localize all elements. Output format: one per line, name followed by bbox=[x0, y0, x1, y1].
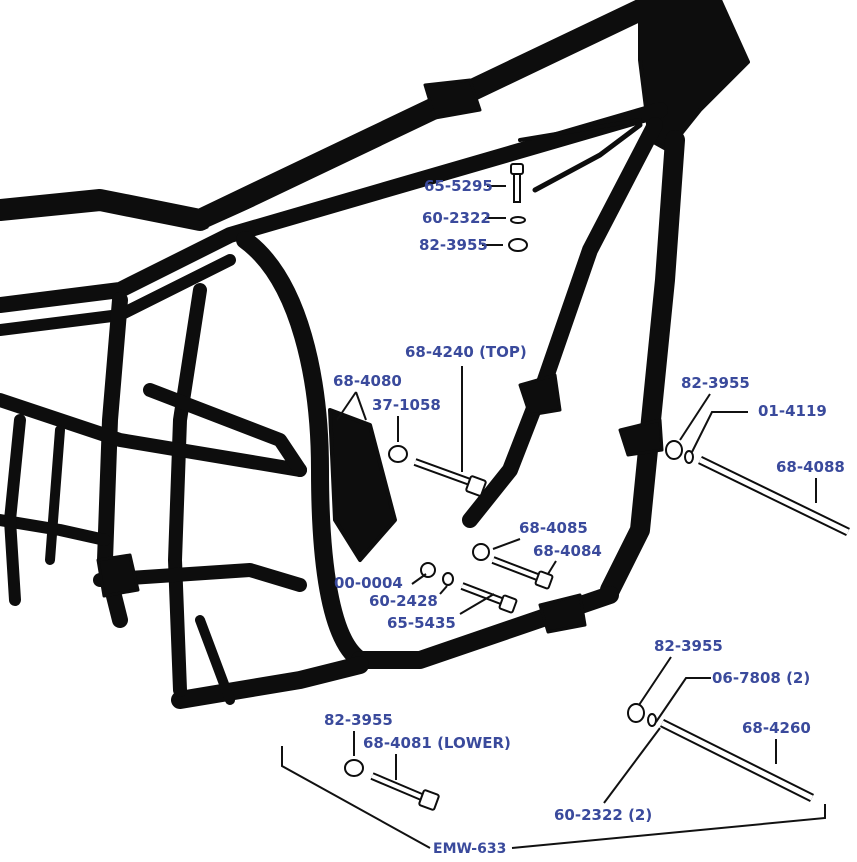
part-label-68-4240-top: 68-4240 (TOP) bbox=[405, 343, 527, 361]
part-label-68-4088: 68-4088 bbox=[776, 458, 845, 476]
part-label-60-2322-lower: 60-2322 (2) bbox=[554, 806, 653, 824]
hardware-parts bbox=[344, 163, 850, 811]
part-label-60-2428: 60-2428 bbox=[369, 592, 438, 610]
leader-lines bbox=[281, 185, 826, 849]
part-label-68-4085: 68-4085 bbox=[519, 519, 588, 537]
part-label-68-4080: 68-4080 bbox=[333, 372, 402, 390]
part-label-68-4081-lower: 68-4081 (LOWER) bbox=[363, 734, 511, 752]
part-label-68-4084: 68-4084 bbox=[533, 542, 602, 560]
part-label-82-3955-top: 82-3955 bbox=[419, 236, 488, 254]
motorcycle-frame bbox=[0, 0, 750, 709]
part-label-82-3955-right: 82-3955 bbox=[681, 374, 750, 392]
part-label-60-2322: 60-2322 bbox=[422, 209, 491, 227]
part-label-06-7808: 06-7808 (2) bbox=[712, 669, 811, 687]
part-label-82-3955-lower-right: 82-3955 bbox=[654, 637, 723, 655]
part-label-01-4119: 01-4119 bbox=[758, 402, 827, 420]
part-label-82-3955-lower-left: 82-3955 bbox=[324, 711, 393, 729]
part-label-65-5295: 65-5295 bbox=[424, 177, 493, 195]
assembly-label-emw-633: EMW-633 bbox=[433, 841, 507, 857]
part-label-65-5435: 65-5435 bbox=[387, 614, 456, 632]
part-label-37-1058: 37-1058 bbox=[372, 396, 441, 414]
part-label-68-4260: 68-4260 bbox=[742, 719, 811, 737]
part-label-00-0004: 00-0004 bbox=[334, 574, 403, 592]
